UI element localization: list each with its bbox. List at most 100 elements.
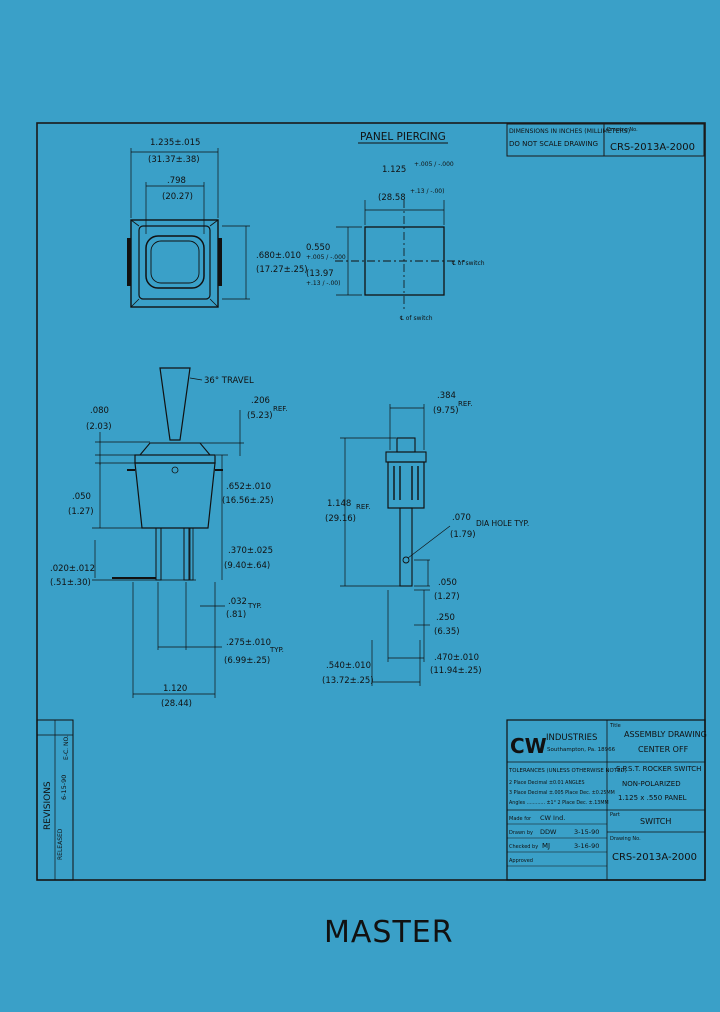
part-name: SWITCH [640, 817, 671, 826]
svg-text:3-15-90: 3-15-90 [574, 828, 599, 836]
panel-piercing-title: PANEL PIERCING [360, 131, 446, 143]
svg-text:(9.75): (9.75) [433, 406, 459, 416]
svg-text:3-16-90: 3-16-90 [574, 842, 599, 850]
svg-text:.206: .206 [251, 396, 270, 406]
revisions-label: REVISIONS [43, 781, 53, 830]
master-stamp: MASTER [324, 915, 454, 950]
svg-text:1.120: 1.120 [163, 684, 187, 694]
svg-text:.020±.012: .020±.012 [50, 564, 95, 574]
svg-text:(17.27±.25): (17.27±.25) [256, 265, 308, 275]
svg-text:CW Ind.: CW Ind. [540, 814, 565, 822]
svg-text:+.13 / -.00): +.13 / -.00) [306, 280, 340, 287]
side-view: 36° TRAVEL .080 (2.03) .206 REF. (5.23) … [50, 367, 287, 709]
panel-piercing-view: PANEL PIERCING 1.125 +.005 / -.000 (28.5… [306, 131, 485, 322]
svg-text:.050: .050 [72, 492, 91, 502]
svg-text:(9.40±.64): (9.40±.64) [224, 561, 270, 571]
header-drawing-no: CRS-2013A-2000 [610, 142, 695, 153]
svg-text:Checked by: Checked by [509, 844, 538, 850]
revisions-row: RELEASED [57, 828, 64, 860]
revisions-code: E-C. NO. [63, 735, 70, 760]
drawing-title-1: ASSEMBLY DRAWING [624, 730, 707, 739]
svg-text:.540±.010: .540±.010 [326, 661, 371, 671]
svg-text:Title: Title [609, 723, 621, 729]
svg-text:(1.27): (1.27) [434, 592, 460, 602]
svg-text:0.550: 0.550 [306, 243, 330, 253]
svg-text:+.005 / -.000: +.005 / -.000 [414, 161, 454, 168]
svg-text:Part: Part [610, 812, 620, 818]
cl-label-right: ℄ of switch [452, 260, 485, 267]
company-name: INDUSTRIES [546, 733, 597, 743]
svg-text:TOLERANCES (UNLESS OTHERWISE N: TOLERANCES (UNLESS OTHERWISE NOTED) [508, 768, 627, 774]
svg-text:36° TRAVEL: 36° TRAVEL [204, 376, 254, 386]
svg-text:(28.58: (28.58 [378, 193, 406, 203]
title-drawing-no: CRS-2013A-2000 [612, 852, 697, 863]
svg-text:.080: .080 [90, 406, 109, 416]
top-view: 1.235±.015 (31.37±.38) .798 (20.27) .680… [127, 138, 308, 308]
svg-text:.652±.010: .652±.010 [226, 482, 271, 492]
svg-text:Drawing No.: Drawing No. [610, 836, 641, 842]
svg-text:(20.27): (20.27) [162, 192, 193, 202]
svg-text:(13.72±.25): (13.72±.25) [322, 676, 374, 686]
svg-text:+.13 / -.00): +.13 / -.00) [410, 188, 444, 195]
svg-text:.250: .250 [436, 613, 455, 623]
svg-text:REF.: REF. [356, 503, 370, 511]
svg-text:(11.94±.25): (11.94±.25) [430, 666, 482, 676]
svg-text:(29.16): (29.16) [325, 514, 356, 524]
svg-text:(6.35): (6.35) [434, 627, 460, 637]
svg-text:S.P.S.T. ROCKER SWITCH: S.P.S.T. ROCKER SWITCH [616, 765, 701, 773]
revisions-strip: REVISIONS E-C. NO. 6-15-90 RELEASED [36, 719, 74, 881]
note-line-2: DO NOT SCALE DRAWING [509, 140, 598, 148]
company-address: Southampton, Pa. 18966 [547, 747, 616, 753]
svg-text:.070: .070 [452, 513, 471, 523]
svg-text:TYP.: TYP. [269, 646, 284, 654]
svg-text:(5.23): (5.23) [247, 411, 273, 421]
svg-text:(1.79): (1.79) [450, 530, 476, 540]
svg-text:Angles ............ ±1° 2 Pl: Angles ............ ±1° 2 Place Dec. ±.1… [509, 800, 609, 806]
svg-text:3 Place Decimal ±.005 Place: 3 Place Decimal ±.005 Place Dec. ±0.25MM [509, 790, 615, 796]
svg-text:(.51±.30): (.51±.30) [50, 578, 91, 588]
svg-text:(.81): (.81) [226, 610, 246, 620]
svg-text:DIA HOLE TYP.: DIA HOLE TYP. [476, 519, 529, 528]
header-drawing-no-label: Drawing No. [607, 127, 638, 133]
svg-text:(1.27): (1.27) [68, 507, 94, 517]
cl-label-bottom: ℄ of switch [400, 315, 433, 322]
title-block: CW INDUSTRIES Southampton, Pa. 18966 Tit… [506, 719, 707, 881]
svg-text:TYP.: TYP. [247, 602, 262, 610]
svg-text:MJ: MJ [542, 842, 550, 850]
svg-text:.680±.010: .680±.010 [256, 251, 301, 261]
svg-text:1.125: 1.125 [382, 165, 406, 175]
svg-text:(2.03): (2.03) [86, 422, 112, 432]
svg-text:REF.: REF. [458, 400, 472, 408]
note-line-1: DIMENSIONS IN INCHES (MILLIMETERS) [509, 128, 630, 135]
drawing-title-2: CENTER OFF [638, 745, 689, 754]
svg-text:.384: .384 [437, 391, 456, 401]
svg-text:(6.99±.25): (6.99±.25) [224, 656, 270, 666]
svg-text:1.148: 1.148 [327, 499, 351, 509]
svg-text:.470±.010: .470±.010 [434, 653, 479, 663]
svg-text:.275±.010: .275±.010 [226, 638, 271, 648]
svg-text:.032: .032 [228, 597, 247, 607]
svg-text:.370±.025: .370±.025 [228, 546, 273, 556]
revisions-date: 6-15-90 [60, 775, 68, 800]
svg-text:Approved: Approved [509, 858, 533, 864]
svg-text:Drawn by: Drawn by [509, 830, 533, 836]
svg-text:DDW: DDW [540, 828, 557, 836]
svg-text:+.005 / -.000: +.005 / -.000 [306, 254, 346, 261]
svg-text:1.125 x .550 PANEL: 1.125 x .550 PANEL [618, 794, 687, 802]
svg-text:(28.44): (28.44) [161, 699, 192, 709]
svg-text:(31.37±.38): (31.37±.38) [148, 155, 200, 165]
svg-text:NON-POLARIZED: NON-POLARIZED [622, 780, 681, 788]
svg-text:REF.: REF. [273, 405, 287, 413]
svg-text:1.235±.015: 1.235±.015 [150, 138, 200, 148]
company-logo: CW [510, 734, 547, 758]
svg-text:(13.97: (13.97 [306, 269, 334, 279]
header-block: DIMENSIONS IN INCHES (MILLIMETERS) DO NO… [506, 123, 705, 157]
svg-text:2 Place Decimal ±0.01 ANGLE: 2 Place Decimal ±0.01 ANGLES [509, 780, 585, 786]
svg-text:.798: .798 [167, 176, 186, 186]
svg-text:Made for: Made for [509, 816, 532, 822]
end-view: .384 REF. (9.75) 1.148 REF. (29.16) .070… [322, 391, 529, 686]
svg-text:.050: .050 [438, 578, 457, 588]
svg-text:(16.56±.25): (16.56±.25) [222, 496, 274, 506]
sheet-border [36, 122, 706, 881]
